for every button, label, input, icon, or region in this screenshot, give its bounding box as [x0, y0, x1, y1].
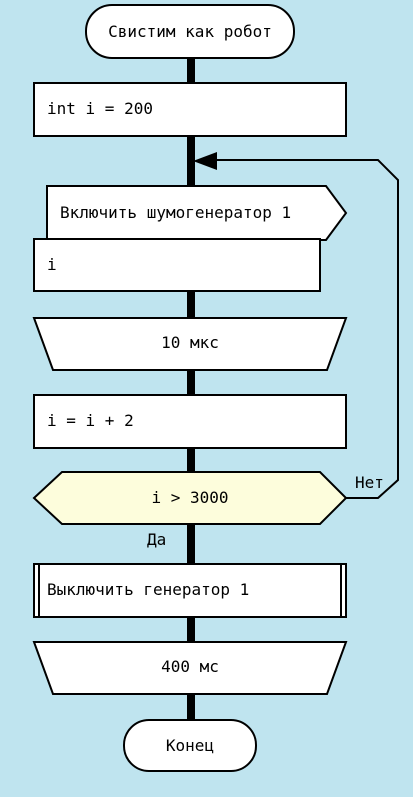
action2-label: Выключить генератор 1 [47, 580, 249, 599]
start-label: Свистим как робот [108, 22, 272, 41]
end-terminal[interactable]: Конец [123, 719, 257, 772]
action-param-label: i [47, 255, 57, 274]
start-terminal[interactable]: Свистим как робот [85, 4, 295, 59]
delay2-label: 400 мс [161, 657, 219, 676]
loop-arrow-icon [193, 152, 217, 170]
loop-back-connector [212, 159, 399, 499]
no-branch-label: Нет [355, 473, 384, 492]
delay-block-1[interactable]: 10 мкс [32, 317, 348, 371]
action-label: Включить шумогенератор 1 [60, 203, 291, 222]
delay1-label: 10 мкс [161, 333, 219, 352]
action-param-block[interactable]: i [33, 238, 321, 292]
increment-label: i = i + 2 [47, 411, 134, 430]
init-label: int i = 200 [47, 99, 153, 118]
delay-block-2[interactable]: 400 мс [32, 641, 348, 695]
yes-branch-label: Да [147, 530, 166, 549]
condition-label: i > 3000 [151, 488, 228, 507]
end-label: Конец [166, 736, 214, 755]
init-block[interactable]: int i = 200 [33, 82, 347, 137]
action2-block[interactable]: Выключить генератор 1 [33, 563, 347, 618]
action-block[interactable]: Включить шумогенератор 1 [46, 185, 348, 241]
condition-block[interactable]: i > 3000 [32, 471, 348, 525]
increment-block[interactable]: i = i + 2 [33, 394, 347, 449]
